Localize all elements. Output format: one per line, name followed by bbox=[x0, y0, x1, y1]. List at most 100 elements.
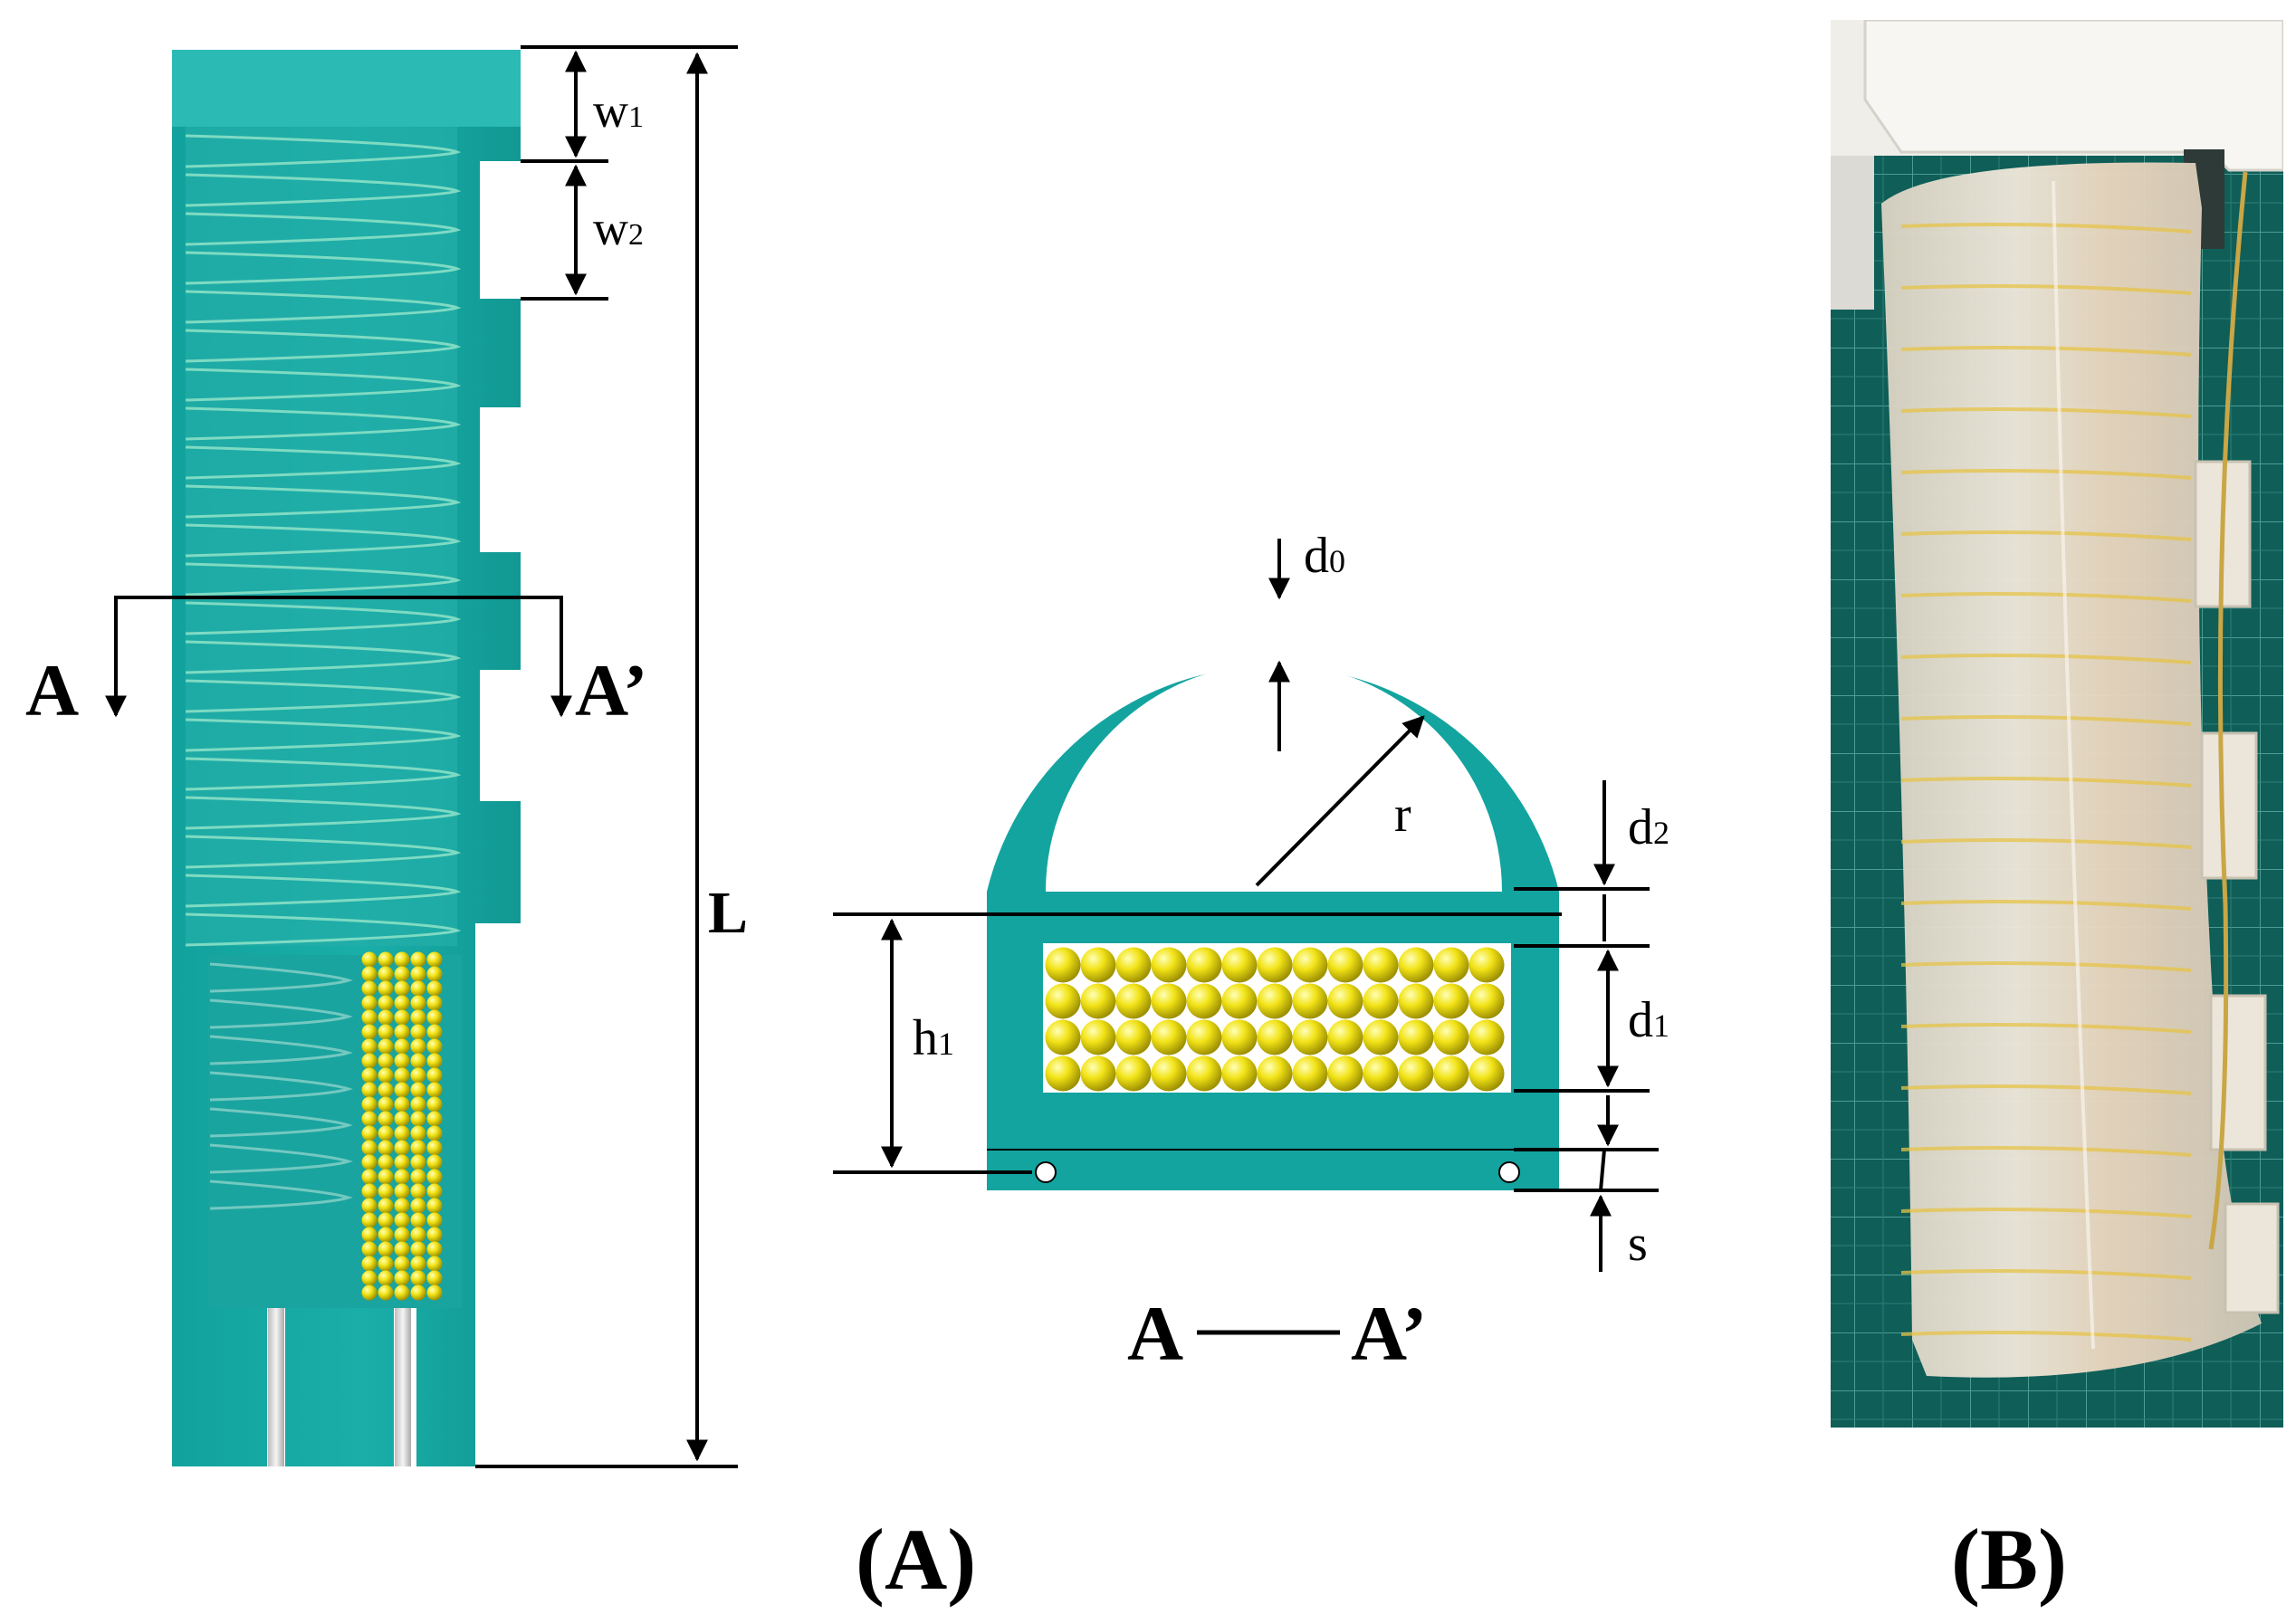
particle bbox=[1221, 1019, 1258, 1055]
fiber-spiral-upper bbox=[185, 134, 462, 947]
dim-d1-label: d1 bbox=[1628, 992, 1669, 1048]
particle bbox=[1115, 947, 1152, 983]
particle bbox=[378, 1009, 394, 1026]
particle bbox=[1327, 983, 1363, 1019]
particle bbox=[426, 1125, 443, 1141]
particle bbox=[378, 1082, 394, 1098]
particle bbox=[394, 1024, 410, 1040]
particle bbox=[426, 1067, 443, 1084]
particle bbox=[378, 1270, 394, 1286]
particle bbox=[410, 1227, 426, 1243]
particle bbox=[361, 1241, 378, 1257]
particle bbox=[394, 1169, 410, 1185]
fiber-strand bbox=[1900, 654, 2192, 664]
section-title-right: A’ bbox=[1351, 1290, 1427, 1377]
particle bbox=[1080, 947, 1116, 983]
fiber-strand bbox=[1900, 530, 2192, 541]
particle bbox=[410, 1256, 426, 1272]
fiber-loop bbox=[209, 962, 353, 993]
fiber-strand bbox=[1900, 592, 2192, 603]
particle bbox=[361, 1198, 378, 1214]
particle bbox=[410, 1009, 426, 1026]
particle bbox=[361, 951, 378, 968]
fiber-loop bbox=[185, 796, 462, 830]
section-line bbox=[105, 596, 572, 718]
particle bbox=[394, 1241, 410, 1257]
support-left bbox=[1831, 156, 1874, 310]
rod-left bbox=[268, 1308, 284, 1466]
particle bbox=[361, 1256, 378, 1272]
particle bbox=[394, 995, 410, 1011]
fiber-loop bbox=[209, 1035, 353, 1065]
particle bbox=[1186, 1055, 1222, 1092]
prototype-photo bbox=[1831, 20, 2283, 1428]
particle bbox=[1292, 1019, 1328, 1055]
particle bbox=[394, 1125, 410, 1141]
particle bbox=[361, 1154, 378, 1170]
fiber-strand bbox=[1900, 838, 2192, 849]
particle bbox=[378, 1067, 394, 1084]
particle bbox=[378, 1140, 394, 1156]
particle bbox=[410, 966, 426, 982]
fiber-strand bbox=[1900, 715, 2192, 726]
fiber-strand bbox=[1900, 1084, 2192, 1095]
particle bbox=[394, 951, 410, 968]
particle bbox=[1363, 1019, 1399, 1055]
particle bbox=[394, 1285, 410, 1301]
particle bbox=[361, 1140, 378, 1156]
particle bbox=[410, 980, 426, 997]
fiber-strand bbox=[1900, 1331, 2192, 1342]
particle bbox=[1221, 947, 1258, 983]
dim-h1-label: h1 bbox=[913, 1010, 954, 1066]
fiber-strand bbox=[1900, 1208, 2192, 1218]
particle bbox=[426, 1082, 443, 1098]
particle bbox=[410, 1212, 426, 1228]
particle bbox=[1186, 947, 1222, 983]
particle bbox=[378, 1154, 394, 1170]
particle bbox=[1433, 947, 1469, 983]
particle bbox=[426, 1096, 443, 1113]
particle bbox=[1363, 983, 1399, 1019]
particle bbox=[1080, 983, 1116, 1019]
section-title-left: A bbox=[1127, 1290, 1183, 1377]
dim-d2-label: d2 bbox=[1628, 799, 1669, 855]
particle bbox=[361, 1227, 378, 1243]
dim-s-label: s bbox=[1628, 1216, 1648, 1272]
dim-s-slant bbox=[1599, 1149, 1606, 1191]
particle bbox=[1327, 1055, 1363, 1092]
particle bbox=[410, 1038, 426, 1055]
particle bbox=[426, 1212, 443, 1228]
particle bbox=[410, 1154, 426, 1170]
particle-column bbox=[361, 951, 443, 1301]
section-label-right: A’ bbox=[575, 649, 647, 731]
particle bbox=[426, 1241, 443, 1257]
side-top-cap bbox=[172, 50, 521, 127]
fiber-loop bbox=[209, 1107, 353, 1138]
particle bbox=[378, 1096, 394, 1113]
particle bbox=[361, 1270, 378, 1286]
particle bbox=[426, 1198, 443, 1214]
particle bbox=[394, 1038, 410, 1055]
particle bbox=[1363, 1055, 1399, 1092]
fiber-strand bbox=[1900, 777, 2192, 788]
particle bbox=[1080, 1019, 1116, 1055]
particle bbox=[426, 1009, 443, 1026]
particle bbox=[394, 1270, 410, 1286]
fiber-loop bbox=[185, 445, 462, 480]
particle bbox=[1468, 983, 1505, 1019]
particle bbox=[1151, 1019, 1187, 1055]
particle bbox=[394, 1183, 410, 1199]
particle bbox=[426, 1024, 443, 1040]
cross-section: d0 r d2 d1 s h1 A A’ bbox=[833, 528, 1669, 1377]
particle bbox=[410, 1111, 426, 1127]
particle bbox=[426, 951, 443, 968]
fiber-strand bbox=[1900, 223, 2192, 234]
tendon-wire bbox=[2208, 171, 2248, 1250]
particle bbox=[378, 1198, 394, 1214]
dim-w1-label: w1 bbox=[593, 83, 644, 138]
particle bbox=[1045, 947, 1081, 983]
particle bbox=[1221, 983, 1258, 1019]
particle bbox=[394, 1082, 410, 1098]
particle bbox=[361, 1067, 378, 1084]
particle bbox=[410, 1053, 426, 1069]
